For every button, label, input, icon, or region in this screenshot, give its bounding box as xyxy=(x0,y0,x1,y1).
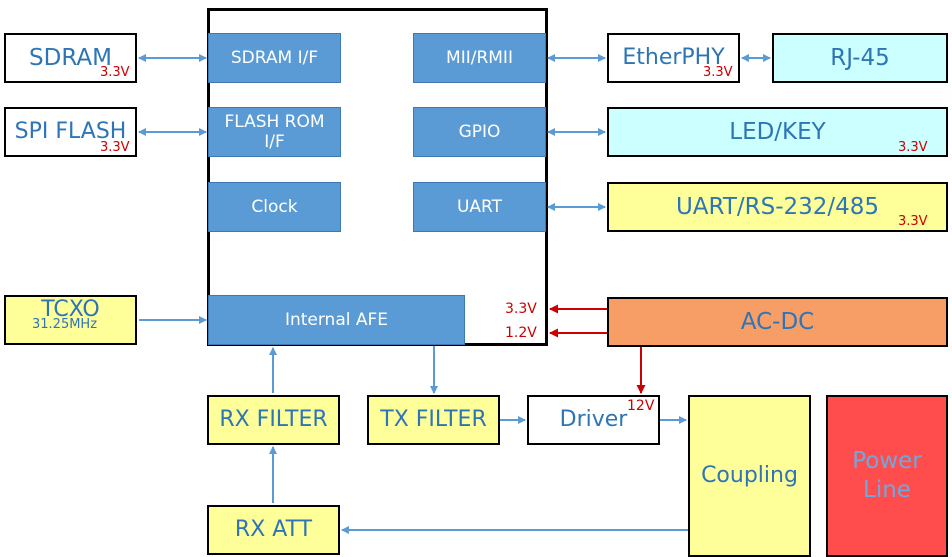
driver-box: Driver xyxy=(527,395,660,445)
ac-dc-label: AC-DC xyxy=(740,308,815,335)
power-line-box: Power Line xyxy=(826,395,948,557)
tx-filter-label: TX FILTER xyxy=(380,407,487,432)
uart-block: UART xyxy=(413,182,546,232)
rx-filter-label: RX FILTER xyxy=(219,407,328,432)
spi-flash-label: SPI FLASH xyxy=(14,119,127,144)
tcxo-frequency: 31.25MHz xyxy=(32,317,98,332)
led-key-voltage: 3.3V xyxy=(898,140,928,155)
sdram-box: SDRAM xyxy=(4,33,137,83)
spi-flash-box: SPI FLASH xyxy=(4,107,137,157)
tcxo-box: TCXO xyxy=(4,295,137,345)
led-key-label: LED/KEY xyxy=(729,118,826,145)
uart-rs-label: UART/RS-232/485 xyxy=(675,193,880,220)
chip-3v3-label: 3.3V xyxy=(505,301,537,317)
rj45-box: RJ-45 xyxy=(772,33,948,83)
etherphy-label: EtherPHY xyxy=(622,45,725,70)
rx-att-label: RX ATT xyxy=(234,517,313,542)
etherphy-box: EtherPHY xyxy=(607,33,740,83)
driver-label: Driver xyxy=(559,407,628,432)
coupling-box: Coupling xyxy=(688,395,811,557)
tx-filter-box: TX FILTER xyxy=(367,395,500,445)
coupling-label: Coupling xyxy=(701,463,798,488)
gpio-block: GPIO xyxy=(413,107,546,157)
uart-rs-box: UART/RS-232/485 xyxy=(607,182,948,232)
uart-rs-voltage: 3.3V xyxy=(898,214,928,229)
rx-att-box: RX ATT xyxy=(207,505,340,555)
led-key-box: LED/KEY xyxy=(607,107,948,157)
driver-12v-label: 12V xyxy=(627,398,655,414)
rj45-label: RJ-45 xyxy=(830,44,890,71)
power-line-label: Power Line xyxy=(852,448,922,503)
tcxo-label: TCXO xyxy=(41,297,100,322)
ac-dc-box: AC-DC xyxy=(607,297,948,347)
spi-flash-voltage: 3.3V xyxy=(100,140,130,155)
clock-block: Clock xyxy=(208,182,341,232)
etherphy-voltage: 3.3V xyxy=(703,65,733,80)
rx-filter-box: RX FILTER xyxy=(207,395,340,445)
internal-afe-block: Internal AFE xyxy=(208,295,465,345)
chip-1v2-label: 1.2V xyxy=(505,325,537,341)
sdram-label: SDRAM xyxy=(29,44,112,71)
sdram-if-block: SDRAM I/F xyxy=(208,33,341,83)
sdram-voltage: 3.3V xyxy=(100,65,130,80)
mii-rmii-block: MII/RMII xyxy=(413,33,546,83)
flash-rom-if-block: FLASH ROM I/F xyxy=(208,107,341,157)
